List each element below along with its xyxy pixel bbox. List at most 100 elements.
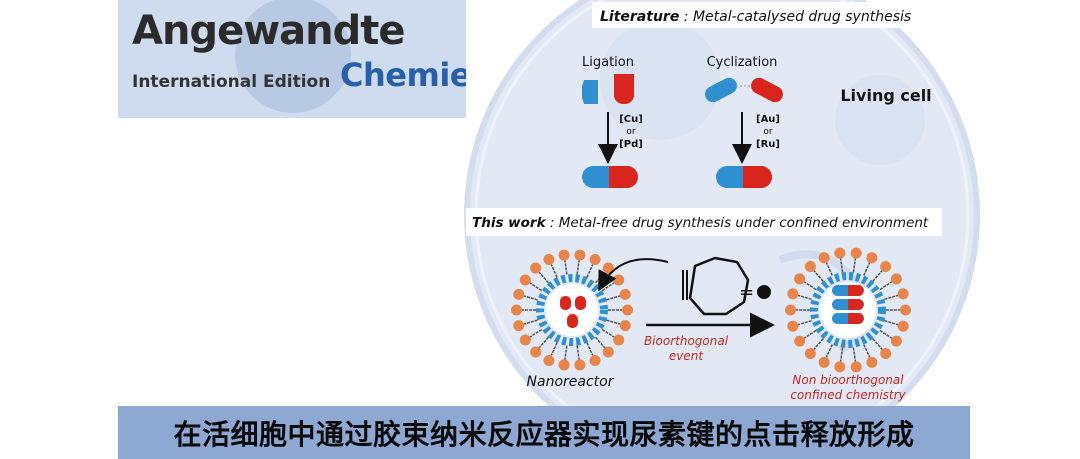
micelle-tail — [523, 295, 538, 301]
product-micelle — [785, 247, 911, 373]
micelle-tail — [813, 338, 824, 350]
cyclization-catalyst-ru: [Ru] — [756, 139, 780, 150]
micelle-head — [818, 252, 830, 264]
micelle-head — [602, 346, 614, 358]
micelle-head — [519, 274, 531, 286]
micelle-tail — [872, 338, 883, 350]
core-product-capsule-red — [848, 313, 864, 324]
micelle-tail — [839, 258, 844, 273]
micelle-tail — [601, 328, 615, 338]
micelle-tail — [550, 342, 558, 356]
micelle-tail — [576, 345, 580, 360]
micelle-head — [804, 347, 816, 359]
micelle-head — [511, 304, 522, 316]
micelle-head — [787, 320, 799, 332]
micelle-tail — [606, 319, 621, 325]
micelle-head — [834, 247, 846, 259]
micelle-tail — [879, 281, 893, 291]
micelle-tail — [863, 262, 871, 276]
micelle-tail — [538, 271, 549, 284]
micelle-head — [818, 356, 830, 368]
micelle-head — [897, 320, 909, 332]
micelle-head — [513, 320, 525, 332]
micelle-core-shell — [810, 272, 886, 348]
micelle-tail — [797, 319, 812, 326]
logo-swoosh — [235, 0, 351, 113]
ligation-label: Ligation — [582, 55, 634, 70]
micelle-head — [519, 334, 531, 346]
literature-heading: Literature : Metal-catalysed drug synthe… — [600, 9, 911, 25]
journal-logo: Angewandte International Edition Chemie — [118, 0, 466, 118]
core-red-fragment — [560, 296, 571, 310]
micelle-head — [787, 288, 799, 300]
micelle-head — [589, 254, 601, 266]
micelle-head — [900, 304, 911, 316]
micelle-head — [866, 252, 878, 264]
cyclization-catalyst-or: or — [763, 127, 773, 137]
micelle-head — [850, 361, 862, 373]
micelle-tail — [803, 329, 817, 339]
this-work-heading-box — [466, 208, 942, 236]
micelle-head — [834, 361, 846, 373]
logo-title: Angewandte — [132, 8, 405, 54]
micelle-head — [890, 273, 902, 285]
micelle-tail — [839, 347, 844, 362]
micelle-head — [530, 346, 542, 358]
micelle-head — [880, 261, 892, 273]
micelle-tail — [523, 319, 538, 325]
core-red-fragment — [575, 296, 586, 310]
micelle-head — [574, 249, 586, 261]
title-banner: 在活细胞中通过胶束纳米反应器实现尿素键的点击释放形成 — [118, 406, 970, 459]
micelle-tail — [884, 294, 899, 301]
micelle-tail — [606, 295, 621, 301]
micelle-tail — [852, 258, 857, 273]
micelle-head — [890, 335, 902, 347]
living-cell-label: Living cell — [840, 86, 931, 105]
micelle-head — [574, 359, 586, 371]
micelle-tail — [884, 319, 899, 326]
micelle-head — [558, 249, 570, 261]
ligation-product-capsule — [582, 166, 638, 188]
micelle-head — [513, 288, 525, 300]
micelle-core — [546, 284, 598, 336]
micelle-head — [622, 304, 633, 316]
cyclization-catalyst-au: [Au] — [756, 114, 780, 125]
micelle-head — [897, 288, 909, 300]
cyclization-label: Cyclization — [707, 55, 778, 70]
bioorthogonal-label-line2: event — [669, 349, 704, 363]
micelle-head — [804, 261, 816, 273]
ligation-catalyst-or: or — [626, 127, 636, 137]
this-work-heading: This work : Metal-free drug synthesis un… — [472, 215, 929, 231]
micelle-tail — [564, 345, 568, 360]
micelle-head — [619, 288, 631, 300]
equals-sign: = — [739, 282, 754, 303]
core-product-capsule-red — [848, 299, 864, 311]
micelle-tail — [803, 281, 817, 291]
logo-chemie: Chemie — [340, 56, 466, 94]
micelle-tail — [529, 282, 543, 292]
micelle-tail — [586, 264, 594, 278]
ligation-catalyst-pd: [Pd] — [619, 139, 643, 150]
literature-heading-box — [592, 2, 918, 28]
ligation-catalyst-cu: [Cu] — [619, 114, 643, 125]
micelle-tail — [863, 344, 871, 358]
micelle-tail — [825, 344, 833, 358]
micelle-core-shell — [536, 274, 608, 346]
cyclization-open-capsule — [705, 77, 783, 103]
core-product-capsule-red — [848, 285, 864, 296]
black-dot-symbol — [757, 285, 771, 299]
micelle-tail — [538, 336, 549, 349]
banner-title: 在活细胞中通过胶束纳米反应器实现尿素键的点击释放形成 — [173, 417, 915, 451]
nanoreactor-micelle — [511, 249, 633, 371]
logo-edition: International Edition — [132, 72, 331, 92]
micelle-head — [619, 320, 631, 332]
micelle-tail — [564, 260, 568, 275]
micelle-tail — [825, 262, 833, 276]
micelle-head — [794, 273, 806, 285]
micelle-tail — [879, 329, 893, 339]
micelle-tail — [852, 347, 857, 362]
micelle-tail — [872, 270, 883, 282]
non-bioorthogonal-label-line1: Non bioorthogonal — [792, 373, 904, 387]
micelle-tail — [797, 294, 812, 301]
